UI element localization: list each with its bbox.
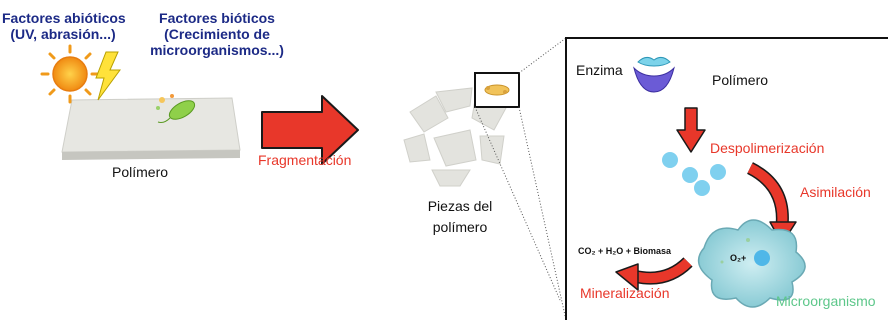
biotic-factors-title: Factores bióticos [159, 10, 275, 26]
products-label: CO₂ + H₂O + Biomasa [578, 246, 672, 256]
fragmentation-label: Fragmentación [258, 152, 352, 168]
sun-icon [40, 44, 100, 104]
biotic-factors-label: Factores bióticos (Crecimiento de microo… [150, 10, 284, 58]
mineralization-arrow [615, 257, 693, 291]
abiotic-factors-title: Factores abióticos [2, 10, 126, 26]
panel-polymer-label: Polímero [712, 72, 769, 88]
lightning-icon [95, 51, 121, 101]
zoom-guide-lines [474, 37, 567, 320]
bacteria-icon [156, 94, 196, 123]
abiotic-factors-detail: (UV, abrasión...) [10, 26, 116, 43]
polymer-pieces [403, 87, 507, 187]
zoom-highlight-box [474, 72, 520, 108]
depolymerization-label: Despolimerización [710, 140, 825, 156]
depolymerization-arrow [676, 107, 706, 153]
polymer-pieces-label: Piezas del polímero [413, 196, 507, 238]
abiotic-factors-label: Factores abióticos (UV, abrasión...) [2, 10, 126, 43]
polymer-label: Polímero [112, 164, 169, 180]
enzyme-icon [633, 56, 675, 93]
polymer-pieces-line-1: Piezas del [427, 198, 493, 214]
assimilation-label: Asimilación [800, 184, 871, 200]
microorganism-icon [697, 219, 806, 308]
biotic-factors-detail-1: (Crecimiento de [164, 26, 270, 43]
biotic-factors-detail-2: microorganismos...) [150, 42, 284, 59]
fragmentation-arrow [261, 95, 359, 165]
mineralization-label: Mineralización [580, 285, 670, 301]
monomer-droplets [662, 152, 726, 196]
oxygen-label: O₂+ [730, 253, 747, 263]
polymer-pieces-line-2: polímero [432, 219, 488, 235]
polymer-sheet [61, 97, 241, 160]
microorganism-label: Microorganismo [776, 293, 876, 309]
enzyme-label: Enzima [576, 62, 623, 78]
